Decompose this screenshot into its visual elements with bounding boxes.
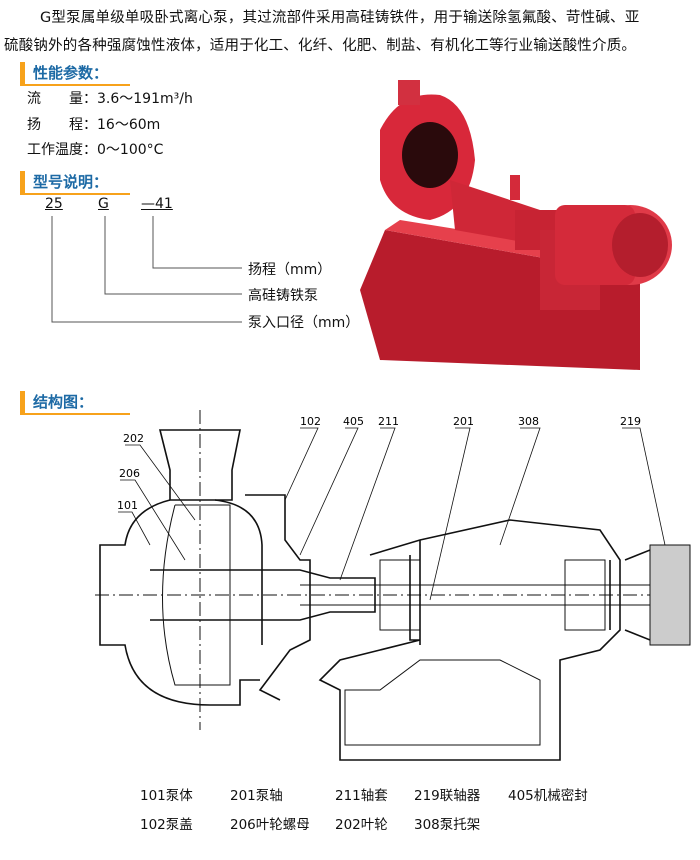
model-leader-lines: [51, 216, 242, 323]
model-meaning-inlet: 泵入口径（mm）: [248, 315, 360, 331]
param-temp: 工作温度：0～100°C: [27, 139, 163, 159]
model-heading-text: 型号说明：: [33, 173, 109, 191]
param-label: 工作温度：: [27, 142, 97, 158]
intro-line-1: G型泵属单级单吸卧式离心泵，其过流部件采用高硅铸铁件，用于输送除氢氟酸、苛性碱、…: [40, 10, 640, 26]
legend-102: 102泵盖: [140, 817, 193, 833]
callout-202: 202: [123, 432, 144, 445]
pump-structure-diagram: 102 405 211 201 308 219 202 206 101: [95, 410, 691, 761]
model-code-type: G: [98, 196, 109, 212]
param-head: 扬 程：16～60m: [27, 114, 160, 134]
structure-heading: 结构图：: [20, 391, 130, 415]
performance-heading: 性能参数：: [20, 62, 130, 86]
performance-heading-text: 性能参数：: [33, 64, 109, 82]
legend-405: 405机械密封: [508, 788, 588, 804]
pump-photo: [360, 80, 672, 370]
param-label: 流 量：: [27, 91, 97, 107]
model-code-size: 25: [45, 196, 63, 212]
callout-211: 211: [378, 415, 399, 428]
callout-206: 206: [119, 467, 140, 480]
callout-102: 102: [300, 415, 321, 428]
param-value: 0～100°C: [97, 142, 164, 158]
model-meaning-material: 高硅铸铁泵: [248, 288, 318, 304]
legend-211: 211轴套: [335, 788, 388, 804]
legend-308: 308泵托架: [414, 817, 481, 833]
structure-heading-text: 结构图：: [33, 393, 94, 411]
legend-101: 101泵体: [140, 788, 193, 804]
model-code-head: —41: [141, 196, 173, 212]
param-label: 扬 程：: [27, 117, 97, 133]
param-flow: 流 量：3.6～191m³/h: [27, 88, 193, 108]
legend-206: 206叶轮螺母: [230, 817, 310, 833]
callout-308: 308: [518, 415, 539, 428]
legend-202: 202叶轮: [335, 817, 388, 833]
param-value: 16～60m: [97, 117, 161, 133]
model-meaning-head: 扬程（mm）: [248, 262, 332, 278]
callout-101: 101: [117, 499, 138, 512]
legend-219: 219联轴器: [414, 788, 481, 804]
param-value: 3.6～191m³/h: [97, 91, 193, 107]
callout-405: 405: [343, 415, 364, 428]
intro-line-2: 硫酸钠外的各种强腐蚀性液体，适用于化工、化纤、化肥、制盐、有机化工等行业输送酸性…: [4, 38, 637, 54]
model-heading: 型号说明：: [20, 171, 130, 195]
callout-219: 219: [620, 415, 641, 428]
callout-201: 201: [453, 415, 474, 428]
legend-201: 201泵轴: [230, 788, 283, 804]
